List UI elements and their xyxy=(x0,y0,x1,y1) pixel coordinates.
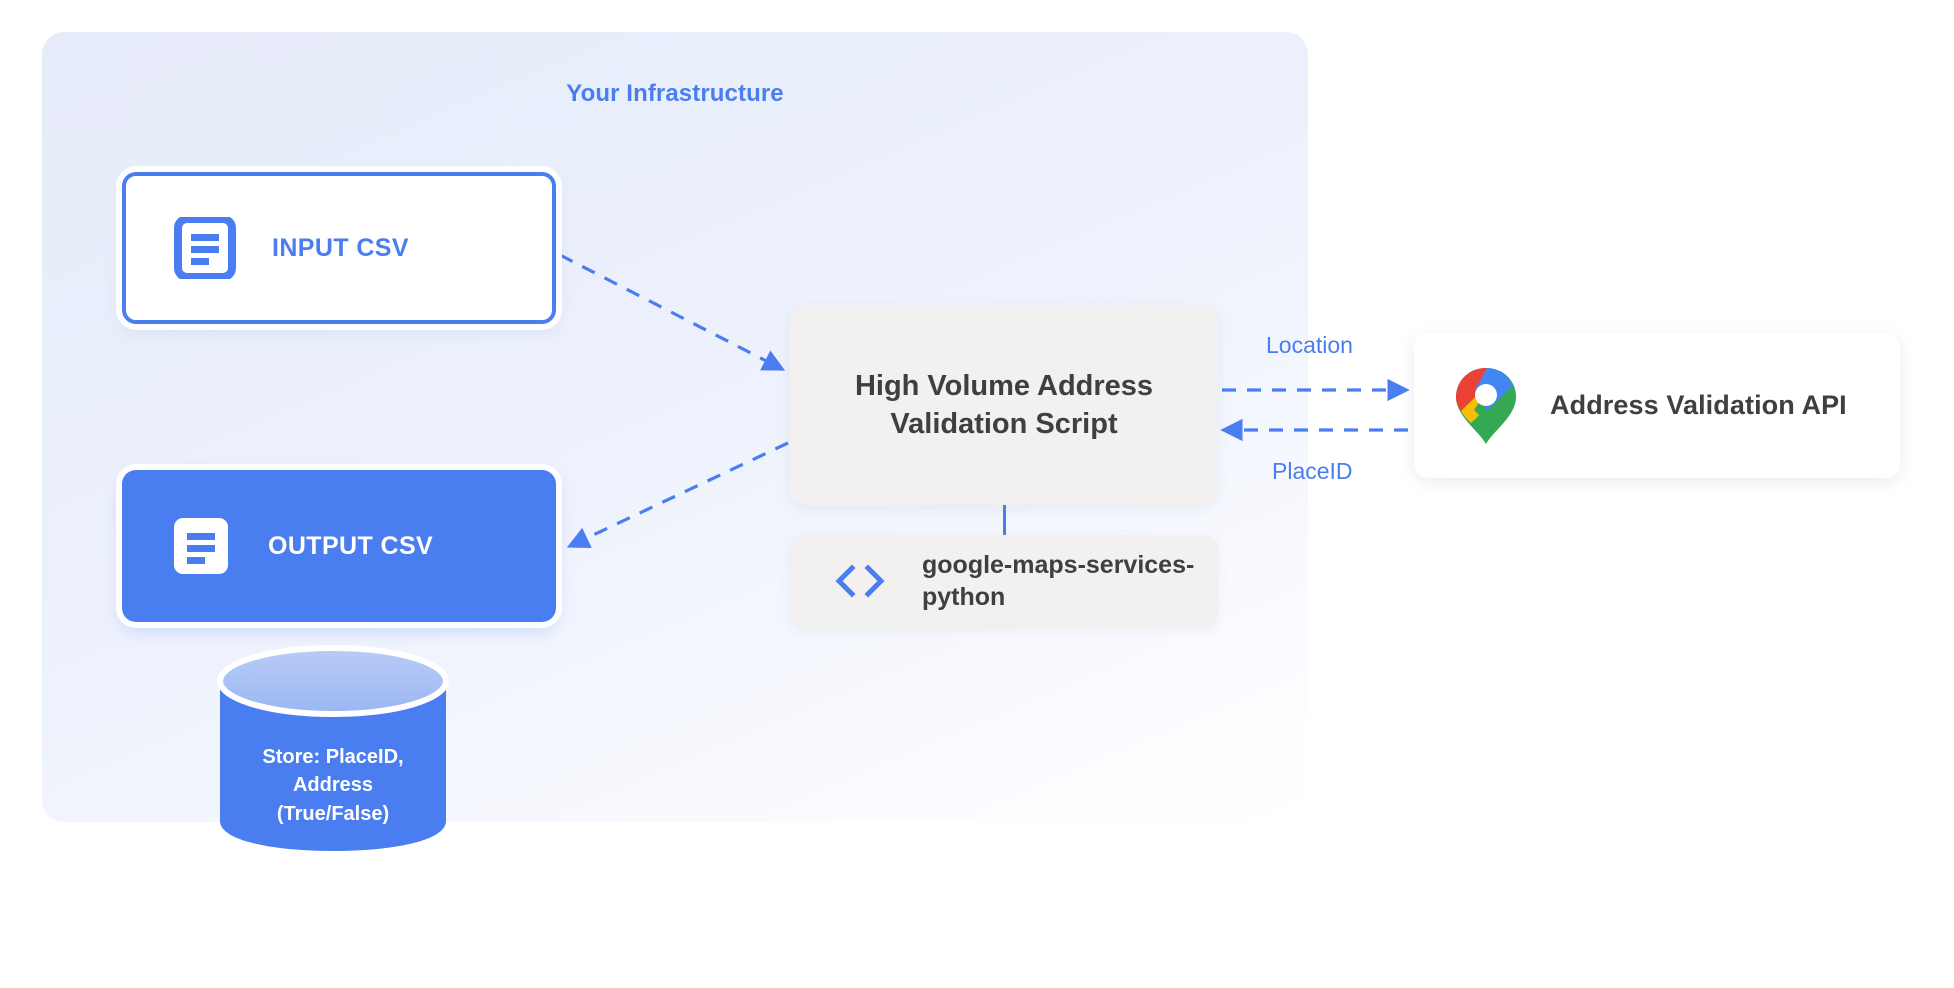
node-output-csv-label: OUTPUT CSV xyxy=(268,531,434,560)
panel-title: Your Infrastructure xyxy=(566,80,784,107)
node-api[interactable]: Address Validation API xyxy=(1414,333,1900,478)
cylinder-shape xyxy=(217,645,449,851)
document-icon xyxy=(174,217,236,279)
node-api-label: Address Validation API xyxy=(1550,390,1847,420)
script-library-connector xyxy=(1003,505,1006,535)
google-maps-pin-icon xyxy=(1456,367,1516,444)
edge-label-placeid: PlaceID xyxy=(1272,458,1353,484)
node-datastore-label: Store: PlaceID, Address (True/False) xyxy=(212,743,454,828)
code-brackets-icon xyxy=(835,564,885,598)
document-icon xyxy=(174,518,228,574)
node-datastore[interactable]: Store: PlaceID, Address (True/False) xyxy=(212,645,454,857)
node-input-csv-label: INPUT CSV xyxy=(272,233,409,262)
node-script-label: High Volume Address Validation Script xyxy=(854,369,1154,440)
node-script[interactable]: High Volume Address Validation Script xyxy=(790,305,1218,505)
datastore-label-line-2: Address xyxy=(292,774,374,797)
node-library[interactable]: google-maps-services-python xyxy=(790,535,1218,627)
datastore-label-line-3: (True/False) xyxy=(276,802,390,825)
node-library-label: google-maps-services-python xyxy=(922,551,1195,611)
datastore-label-line-1: Store: PlaceID, xyxy=(262,746,404,768)
edge-label-location: Location xyxy=(1266,332,1353,358)
node-output-csv[interactable]: OUTPUT CSV xyxy=(122,470,556,622)
node-input-csv[interactable]: INPUT CSV xyxy=(122,172,556,324)
